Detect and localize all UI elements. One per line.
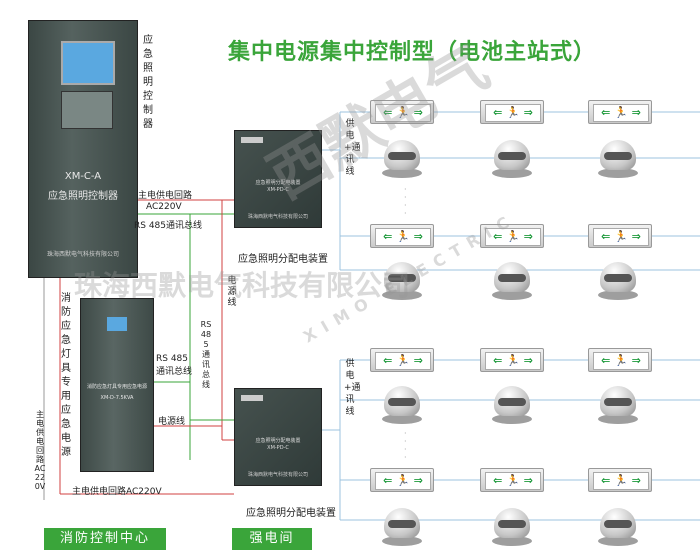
- label-power-line-top: 电源线: [227, 276, 237, 308]
- exit-sign: ⇐ 🏃 ⇒: [588, 348, 652, 372]
- exit-sign-face: ⇐ 🏃 ⇒: [593, 352, 649, 370]
- exit-sign: ⇐ 🏃 ⇒: [588, 100, 652, 124]
- exit-sign: ⇐ 🏃 ⇒: [370, 468, 434, 492]
- label-bottom-supply: 主电供电回路AC220V: [72, 487, 162, 497]
- label-power-line-ups: 电源线: [158, 417, 186, 427]
- exit-sign-face: ⇐ 🏃 ⇒: [485, 228, 541, 246]
- distribution-maker: 珠海西默电气科技有限公司: [247, 472, 308, 478]
- dome-light: [596, 140, 640, 180]
- controller-name: 应急照明控制器: [48, 191, 118, 202]
- dome-light: [380, 508, 424, 548]
- label-left-vertical: 主电供电回路AC220V: [34, 410, 46, 491]
- exit-sign-face: ⇐ 🏃 ⇒: [375, 472, 431, 490]
- label-rs485-bus: RS 485通讯总线: [134, 221, 203, 231]
- exit-sign: ⇐ 🏃 ⇒: [480, 348, 544, 372]
- dome-light: [490, 262, 534, 302]
- distribution-model: XM-PD-C: [267, 445, 289, 451]
- exit-sign-face: ⇐ 🏃 ⇒: [593, 228, 649, 246]
- distribution-box-top: 应急照明分配电装置 XM-PD-C 珠海西默电气科技有限公司: [234, 130, 322, 228]
- exit-sign-face: ⇐ 🏃 ⇒: [375, 228, 431, 246]
- label-rs485-ups: RS 485 通讯总线: [156, 354, 193, 377]
- label-rs485-vertical: RS 485通讯总线: [200, 320, 212, 389]
- exit-sign: ⇐ 🏃 ⇒: [480, 468, 544, 492]
- dome-light: [490, 386, 534, 426]
- controller-model: XM-C-A: [64, 171, 102, 182]
- exit-sign: ⇐ 🏃 ⇒: [480, 100, 544, 124]
- label-feed-comm-top: 供电+通讯线: [344, 119, 361, 177]
- controller-panel: [61, 91, 113, 129]
- continuation-dots: ····: [404, 185, 407, 218]
- exit-sign-face: ⇐ 🏃 ⇒: [593, 472, 649, 490]
- exit-sign-face: ⇐ 🏃 ⇒: [375, 352, 431, 370]
- distribution-logo: [241, 395, 263, 401]
- controller-screen: [61, 41, 115, 85]
- exit-sign: ⇐ 🏃 ⇒: [370, 348, 434, 372]
- dome-light: [596, 508, 640, 548]
- dome-light: [490, 140, 534, 180]
- controller-maker: 珠海西默电气科技有限公司: [46, 251, 119, 258]
- exit-sign: ⇐ 🏃 ⇒: [588, 468, 652, 492]
- label-ac220: AC220V: [146, 202, 182, 212]
- dome-light: [380, 140, 424, 180]
- dome-light: [596, 262, 640, 302]
- exit-sign-face: ⇐ 🏃 ⇒: [485, 104, 541, 122]
- ups-screen: [107, 317, 127, 331]
- emergency-lighting-controller-cabinet: XM-C-A 应急照明控制器 珠海西默电气科技有限公司: [28, 20, 138, 278]
- distribution-maker: 珠海西默电气科技有限公司: [247, 214, 308, 220]
- exit-sign: ⇐ 🏃 ⇒: [370, 100, 434, 124]
- watermark-company: 珠海西默电气科技有限公司: [74, 269, 411, 302]
- distribution-caption-bottom: 应急照明分配电装置: [246, 508, 336, 519]
- exit-sign: ⇐ 🏃 ⇒: [370, 224, 434, 248]
- badge-power-room: 强电间: [232, 528, 312, 550]
- distribution-name: 应急照明分配电装置: [255, 180, 301, 186]
- continuation-dots: ····: [404, 429, 407, 462]
- label-main-supply: 主电供电回路: [138, 191, 193, 201]
- distribution-model: XM-PD-C: [267, 187, 289, 193]
- label-feed-comm-bottom: 供电+通讯线: [344, 359, 361, 417]
- emergency-power-cabinet: 消防应急灯具专用应急电源 XM-D-7.5KVA: [80, 298, 154, 472]
- distribution-caption-top: 应急照明分配电装置: [238, 254, 328, 265]
- distribution-box-bottom: 应急照明分配电装置 XM-PD-C 珠海西默电气科技有限公司: [234, 388, 322, 486]
- exit-sign-face: ⇐ 🏃 ⇒: [485, 472, 541, 490]
- controller-vertical-label: 应急照明控制器: [143, 35, 153, 130]
- ups-vertical-label: 消防应急灯具专用应急电源: [61, 293, 71, 458]
- distribution-logo: [241, 137, 263, 143]
- exit-sign-face: ⇐ 🏃 ⇒: [593, 104, 649, 122]
- dome-light: [596, 386, 640, 426]
- ups-model: XM-D-7.5KVA: [100, 395, 134, 401]
- exit-sign-face: ⇐ 🏃 ⇒: [485, 352, 541, 370]
- exit-sign-face: ⇐ 🏃 ⇒: [375, 104, 431, 122]
- diagram-title: 集中电源集中控制型（电池主站式）: [228, 40, 597, 65]
- badge-fire-control-center: 消防控制中心: [44, 528, 166, 550]
- dome-light: [490, 508, 534, 548]
- ups-name: 消防应急灯具专用应急电源: [86, 384, 147, 390]
- exit-sign: ⇐ 🏃 ⇒: [588, 224, 652, 248]
- distribution-name: 应急照明分配电装置: [255, 438, 301, 444]
- dome-light: [380, 386, 424, 426]
- exit-sign: ⇐ 🏃 ⇒: [480, 224, 544, 248]
- dome-light: [380, 262, 424, 302]
